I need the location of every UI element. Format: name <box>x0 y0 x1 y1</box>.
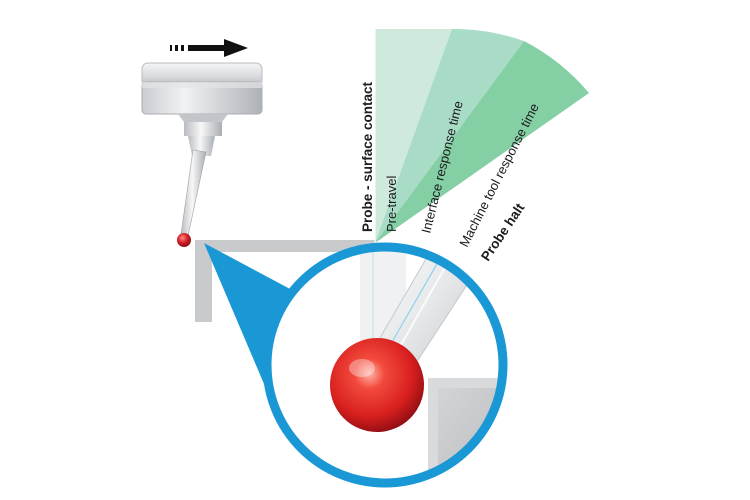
arrow-right-icon <box>170 39 248 57</box>
probe-head <box>141 39 263 247</box>
interface-response-band <box>375 28 524 244</box>
stylus <box>180 149 207 237</box>
machine-tool-response-band <box>375 41 589 243</box>
magnifier-callout <box>204 243 292 398</box>
magnified-view <box>262 242 508 488</box>
lens-ring <box>262 242 508 488</box>
label-probe-surface-contact: Probe - surface contact <box>360 81 375 232</box>
stylus-ball-magnified <box>330 338 424 432</box>
label-pre-travel: Pre-travel <box>384 176 399 232</box>
stylus-ball <box>177 233 191 247</box>
